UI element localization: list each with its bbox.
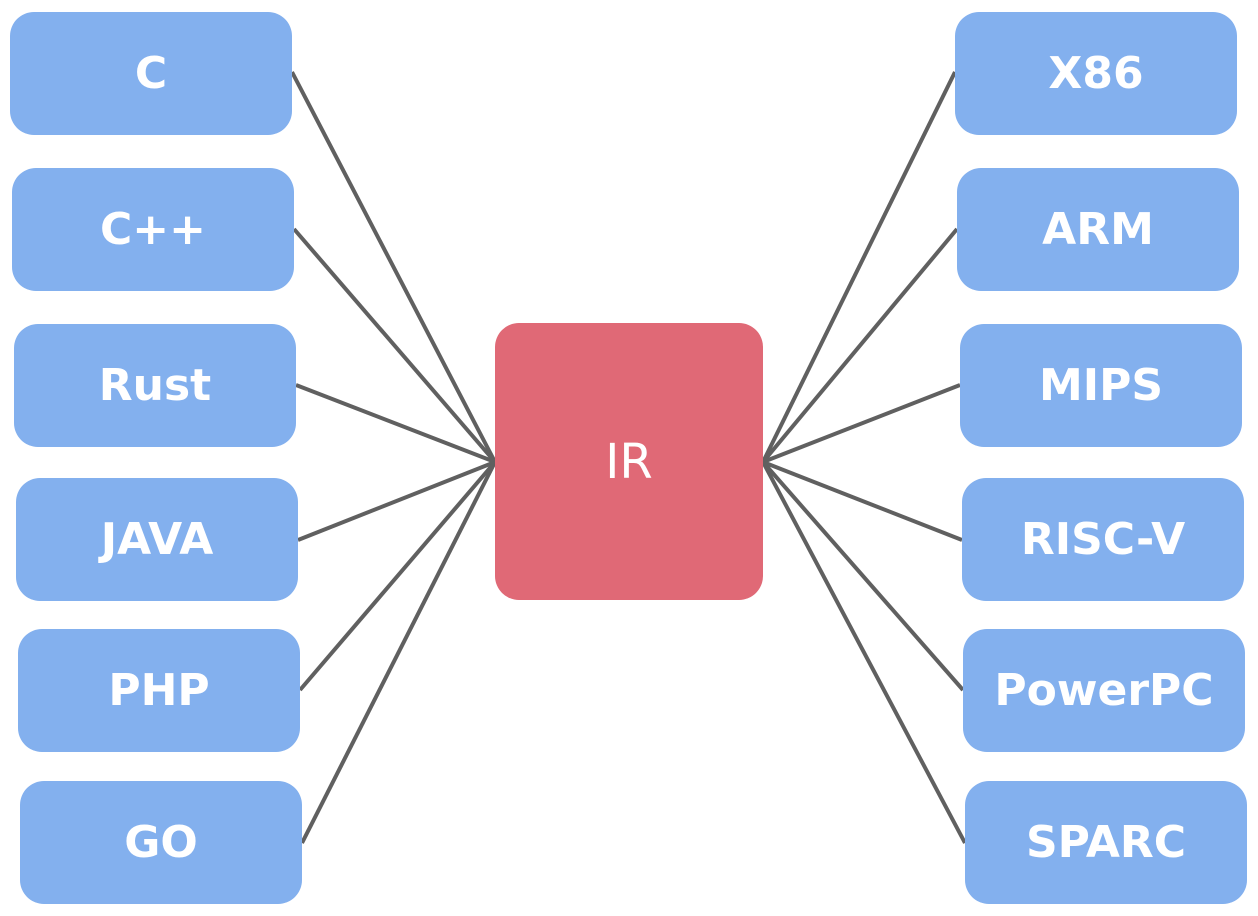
source-label: Rust (98, 360, 212, 411)
connector-ir-arm (761, 227, 959, 464)
connector-c-ir (290, 71, 497, 463)
source-label: C (134, 48, 168, 99)
connector-php-ir (298, 460, 497, 692)
connector-cpp-ir (292, 227, 497, 464)
source-label: C++ (99, 204, 207, 255)
connector-ir-riscv (762, 460, 963, 542)
target-label: ARM (1042, 204, 1154, 255)
source-node-c: C (10, 12, 292, 135)
target-node-riscv: RISC-V (962, 478, 1244, 601)
source-label: JAVA (100, 514, 214, 565)
connector-go-ir (300, 461, 497, 844)
target-label: MIPS (1038, 360, 1164, 411)
connector-java-ir (297, 460, 496, 542)
target-node-x86: X86 (955, 12, 1237, 135)
target-node-sparc: SPARC (965, 781, 1247, 904)
connector-rust-ir (295, 383, 496, 464)
target-label: RISC-V (1020, 514, 1186, 565)
target-node-powerpc: PowerPC (963, 629, 1245, 752)
target-label: SPARC (1025, 817, 1187, 868)
target-node-mips: MIPS (960, 324, 1242, 447)
source-node-go: GO (20, 781, 302, 904)
connector-ir-sparc (761, 461, 967, 844)
target-label: PowerPC (994, 665, 1214, 716)
ir-node: IR (495, 323, 763, 600)
source-node-cpp: C++ (12, 168, 294, 291)
connector-ir-x86 (761, 71, 957, 463)
source-node-php: PHP (18, 629, 300, 752)
source-node-java: JAVA (16, 478, 298, 601)
source-node-rust: Rust (14, 324, 296, 447)
ir-label: IR (605, 433, 653, 490)
target-node-arm: ARM (957, 168, 1239, 291)
source-label: GO (124, 817, 198, 868)
source-label: PHP (108, 665, 210, 716)
connector-ir-mips (762, 383, 961, 464)
target-label: X86 (1048, 48, 1144, 99)
connector-ir-powerpc (761, 460, 965, 692)
